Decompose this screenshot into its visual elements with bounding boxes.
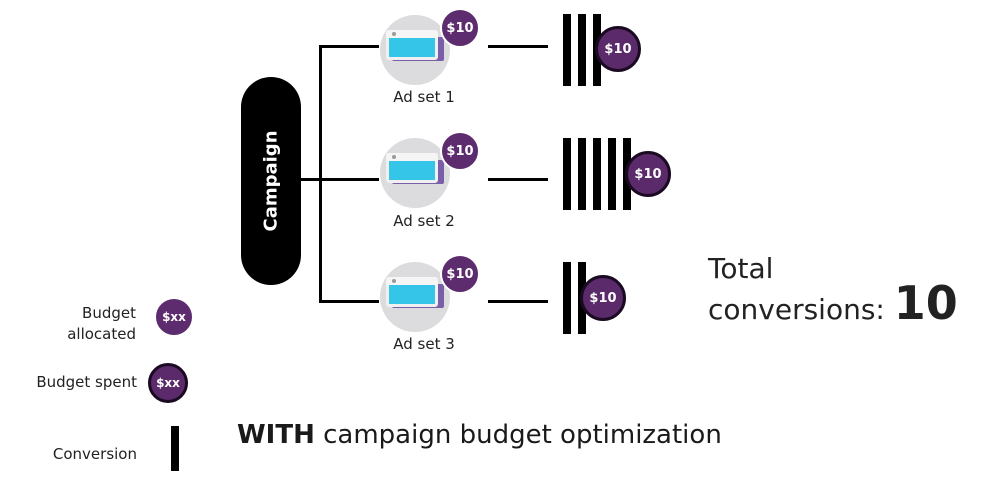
ad-set-icon	[380, 262, 460, 342]
result-connector-2	[488, 178, 548, 181]
legend-spent-badge: $xx	[148, 363, 188, 403]
screen-dot	[392, 155, 396, 159]
result-connector-3	[488, 300, 548, 303]
vertical-connector	[319, 45, 322, 303]
branch-connector-3	[319, 300, 379, 303]
ad-set-icon	[380, 138, 460, 218]
budget-allocated-badge: $10	[440, 131, 480, 171]
legend-conversion-bar	[171, 426, 179, 471]
conversion-bar	[578, 14, 586, 86]
ad-set-icon	[380, 15, 460, 95]
title-rest: campaign budget optimization	[314, 420, 722, 450]
legend-allocated-line2: allocated	[67, 325, 136, 343]
conversion-bar	[578, 138, 586, 210]
result-connector-1	[488, 45, 548, 48]
screen-dot	[392, 32, 396, 36]
branch-connector-2	[319, 178, 379, 181]
title-emphasis: WITH	[237, 420, 315, 450]
conversion-bar	[563, 262, 571, 334]
screen-titlebar	[386, 277, 438, 285]
ad-set-label: Ad set 1	[393, 88, 455, 106]
total-value: 10	[893, 276, 958, 330]
conversion-bar	[563, 14, 571, 86]
campaign-label: Campaign	[260, 130, 282, 232]
screen-titlebar	[386, 153, 438, 161]
total-conversions: Total conversions: 10	[708, 252, 958, 327]
budget-allocated-badge: $10	[440, 254, 480, 294]
branch-connector-1	[319, 45, 379, 48]
budget-spent-badge: $10	[595, 26, 641, 72]
conversion-bar	[593, 138, 601, 210]
legend-allocated-label: Budget allocated	[40, 303, 136, 345]
diagram-title: WITH campaign budget optimization	[237, 420, 722, 450]
budget-allocated-badge: $10	[440, 8, 480, 48]
conversion-bar	[563, 138, 571, 210]
ad-set-label: Ad set 2	[393, 212, 455, 230]
conversion-bar	[608, 138, 616, 210]
total-label-line1: Total	[708, 252, 774, 285]
ad-set-label: Ad set 3	[393, 335, 455, 353]
screen-dot	[392, 279, 396, 283]
screen-titlebar	[386, 30, 438, 38]
legend-conversion-label: Conversion	[52, 445, 137, 463]
campaign-node: Campaign	[241, 77, 301, 285]
legend-allocated-badge: $xx	[154, 297, 194, 337]
campaign-connector	[300, 178, 320, 181]
legend-spent-label: Budget spent	[36, 373, 137, 391]
legend-allocated-line1: Budget	[82, 304, 136, 322]
budget-spent-badge: $10	[625, 151, 671, 197]
total-label-line2: conversions:	[708, 293, 885, 326]
budget-spent-badge: $10	[580, 275, 626, 321]
